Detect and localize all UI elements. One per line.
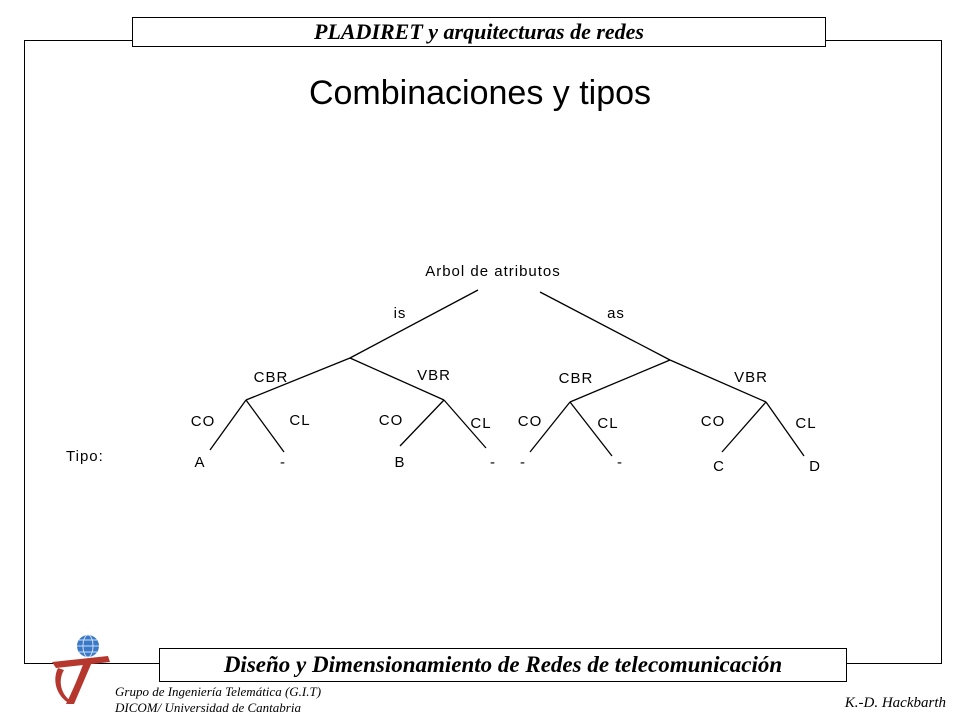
logo-bar-top — [52, 656, 110, 668]
type-6: - — [617, 454, 623, 471]
header-banner: PLADIRET y arquitecturas de redes — [132, 17, 826, 47]
edge-cbr2-co — [529, 401, 571, 453]
node-vbr-2: VBR — [734, 369, 768, 386]
slide-title: Combinaciones y tipos — [308, 74, 652, 112]
type-2: - — [280, 454, 286, 471]
edge-root-as — [539, 291, 671, 361]
node-cbr-1: CBR — [254, 369, 289, 386]
footer-course-title: Diseño y Dimensionamiento de Redes de te… — [223, 652, 783, 677]
type-8: D — [809, 458, 821, 475]
node-vbr-1: VBR — [417, 367, 451, 384]
leaf-co-4: CO — [701, 413, 726, 430]
footer-author: K.-D. Hackbarth — [844, 695, 946, 711]
edge-cbr1-co — [209, 399, 247, 451]
leaf-co-1: CO — [191, 413, 216, 430]
edge-vbr2-co — [721, 401, 767, 453]
branch-is-label: is — [394, 305, 407, 322]
leaf-cl-4: CL — [795, 415, 816, 432]
edge-is-vbr — [349, 357, 445, 401]
footer-banner: Diseño y Dimensionamiento de Redes de te… — [159, 648, 847, 682]
leaf-co-2: CO — [379, 412, 404, 429]
edge-cbr1-cl — [245, 399, 285, 453]
logo-stem — [66, 662, 92, 704]
edge-root-is — [349, 289, 479, 359]
footer-group-info: Grupo de Ingeniería Telemática (G.I.T) D… — [115, 684, 321, 716]
leaf-cl-1: CL — [289, 412, 310, 429]
edge-is-cbr — [245, 357, 351, 401]
tree-edges — [209, 289, 805, 457]
group-university: DICOM/ Universidad de Cantabria — [115, 700, 301, 715]
type-5: - — [520, 454, 526, 471]
leaf-cl-2: CL — [470, 415, 491, 432]
edge-vbr1-co — [399, 399, 445, 447]
git-logo-icon — [52, 634, 110, 704]
type-4: - — [490, 454, 496, 471]
header-title: PLADIRET y arquitecturas de redes — [314, 19, 644, 44]
type-1: A — [194, 454, 205, 471]
leaf-co-3: CO — [518, 413, 543, 430]
tipo-label: Tipo: — [66, 448, 104, 465]
node-cbr-2: CBR — [559, 370, 594, 387]
type-3: B — [394, 454, 405, 471]
leaf-cl-3: CL — [597, 415, 618, 432]
edge-vbr2-cl — [765, 401, 805, 457]
edge-as-cbr — [569, 359, 671, 403]
edge-cbr2-cl — [569, 401, 613, 457]
branch-as-label: as — [607, 305, 625, 322]
logo-curve — [55, 668, 72, 704]
edge-vbr1-cl — [443, 399, 487, 449]
type-7: C — [713, 458, 725, 475]
group-name: Grupo de Ingeniería Telemática (G.I.T) — [115, 684, 322, 699]
tree-root-label: Arbol de atributos — [425, 263, 561, 280]
edge-as-vbr — [669, 359, 767, 403]
